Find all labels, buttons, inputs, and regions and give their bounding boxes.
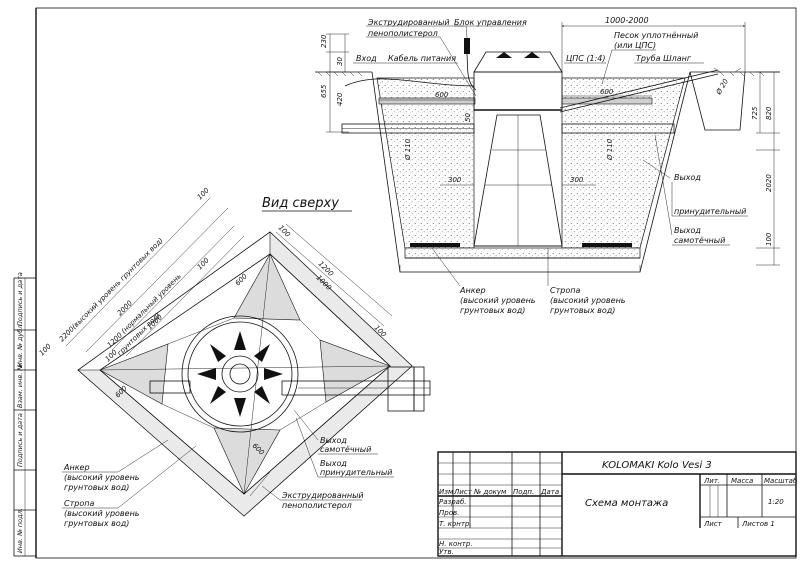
- sheet-label: Лист: [703, 520, 723, 528]
- dim-420: 420: [336, 92, 344, 106]
- top-label-extruded: Экструдированный: [281, 491, 364, 500]
- dim-300-right: 300: [570, 176, 584, 184]
- dim-725: 725: [751, 106, 759, 120]
- tank-lid: [473, 51, 563, 73]
- col-doc: № докум: [473, 488, 507, 496]
- head-lit: Лит.: [703, 477, 720, 485]
- label-anchor-3: грунтовых вод): [460, 306, 525, 315]
- label-gravity-outlet-2: самотёчный: [674, 236, 725, 245]
- dim-600-right: 600: [600, 88, 614, 96]
- dim-300-left: 300: [448, 176, 462, 184]
- gravity-outlet-pipe: [561, 123, 675, 134]
- label-anchor: Анкер: [459, 286, 486, 295]
- scale-value: 1:20: [768, 498, 784, 506]
- dim-2000: 2000: [116, 299, 135, 318]
- row-razrab: Разраб.: [439, 498, 467, 506]
- top-view: Вид сверху: [38, 186, 431, 528]
- label-extruded-2: пенополистерол: [368, 29, 438, 38]
- row-utv: Утв.: [439, 548, 454, 556]
- top-label-anchor: Анкер: [63, 463, 90, 472]
- dim-230: 230: [320, 34, 328, 48]
- label-entry: Вход: [356, 54, 377, 63]
- row-prov: Пров.: [439, 509, 459, 517]
- label-control-block: Блок управления: [454, 18, 527, 27]
- stamp-text-2: Инв. № дубл.: [16, 323, 24, 367]
- top-view-title: Вид сверху: [262, 196, 339, 211]
- label-sling-3: грунтовых вод): [550, 306, 615, 315]
- top-label-sling: Стропа: [64, 499, 94, 508]
- dim-1000-2000: 1000-2000: [605, 16, 649, 25]
- top-inlet-pipe: [149, 380, 191, 394]
- label-pipe: Труба Шланг: [636, 54, 692, 63]
- top-label-gravity-2: самотёчный: [320, 445, 371, 454]
- dim-50: 50: [464, 113, 472, 122]
- tank-neck: [473, 71, 563, 111]
- label-gravity-outlet: Выход: [674, 226, 701, 235]
- section-view: 230 30 655 420 725 820 2020 100 1000-200…: [315, 16, 780, 315]
- top-label-forced-2: принудительный: [320, 468, 392, 477]
- label-forced-outlet: Выход: [674, 173, 701, 182]
- col-date: Дата: [540, 488, 559, 496]
- control-block: [464, 38, 470, 54]
- label-anchor-2: (высокий уровень: [460, 296, 536, 305]
- top-label-gravity: Выход: [320, 436, 347, 445]
- dim-820: 820: [765, 106, 773, 120]
- head-scale: Масштаб: [764, 477, 798, 485]
- dim-600-left: 600: [435, 91, 449, 99]
- dim-2020: 2020: [765, 174, 773, 192]
- dim-d110-right: Ø 110: [606, 138, 614, 161]
- sheets-label: Листов 1: [741, 520, 775, 528]
- top-label-anchor-2: (высокий уровень: [64, 473, 140, 482]
- dim-d20: Ø 20: [714, 77, 730, 97]
- sand-base: [404, 247, 641, 259]
- stamp-text-3: Взам. инв. №: [16, 364, 24, 408]
- top-label-sling-2: (высокий уровень: [64, 509, 140, 518]
- dim-600-a: 600: [234, 272, 249, 287]
- product-name: KOLOMAKI Kolo Vesi 3: [602, 460, 712, 471]
- top-label-sling-3: грунтовых вод): [64, 519, 129, 528]
- row-tkontr: Т. контр.: [439, 520, 472, 528]
- top-label-forced: Выход: [320, 459, 347, 468]
- col-izm: Изм: [439, 488, 454, 496]
- label-sand-2: (или ЦПС): [614, 41, 656, 50]
- stamp-text-4: Подпись и дата: [16, 413, 24, 467]
- stamp-text-1: Подпись и дата: [16, 272, 24, 326]
- col-list: Лист: [453, 488, 473, 496]
- col-sign: Подп.: [513, 488, 534, 496]
- top-label-extruded-2: пенополистерол: [282, 501, 352, 510]
- dim-30: 30: [336, 57, 344, 66]
- label-extruded: Экструдированный: [367, 18, 450, 27]
- polystyrene-plate-left: [378, 97, 476, 105]
- dim-1000-left: 1000: [146, 313, 165, 332]
- dim-100-e: 100: [196, 256, 211, 271]
- dim-100-c: 100: [277, 224, 292, 239]
- drawing-title: Схема монтажа: [585, 498, 668, 509]
- label-sling-2: (высокий уровень: [550, 296, 626, 305]
- tank-vents: [197, 331, 283, 417]
- dim-d110-left: Ø 110: [404, 138, 412, 161]
- side-stamp: Подпись и дата Инв. № дубл. Взам. инв. №…: [13, 272, 37, 557]
- power-cable: [344, 78, 475, 87]
- label-forced-outlet-2: принудительный: [674, 207, 746, 216]
- dim-100-a: 100: [38, 342, 53, 357]
- stamp-text-5: Инв. № подл.: [16, 508, 24, 553]
- label-cps: ЦПС (1:4): [566, 54, 605, 63]
- head-mass: Масса: [731, 477, 753, 485]
- label-sling: Стропа: [550, 286, 580, 295]
- dim-100: 100: [765, 232, 773, 246]
- row-nkontr: Н. контр.: [439, 540, 473, 548]
- forced-outlet-hose: [559, 69, 719, 109]
- dim-655: 655: [320, 84, 328, 98]
- top-label-anchor-3: грунтовых вод): [64, 483, 129, 492]
- label-sand: Песок уплотнённый: [614, 31, 698, 40]
- tank-top-outline: [181, 315, 299, 433]
- title-block: Изм Лист № докум Подп. Дата Разраб. Пров…: [437, 451, 798, 557]
- label-power-cable: Кабель питания: [388, 54, 456, 63]
